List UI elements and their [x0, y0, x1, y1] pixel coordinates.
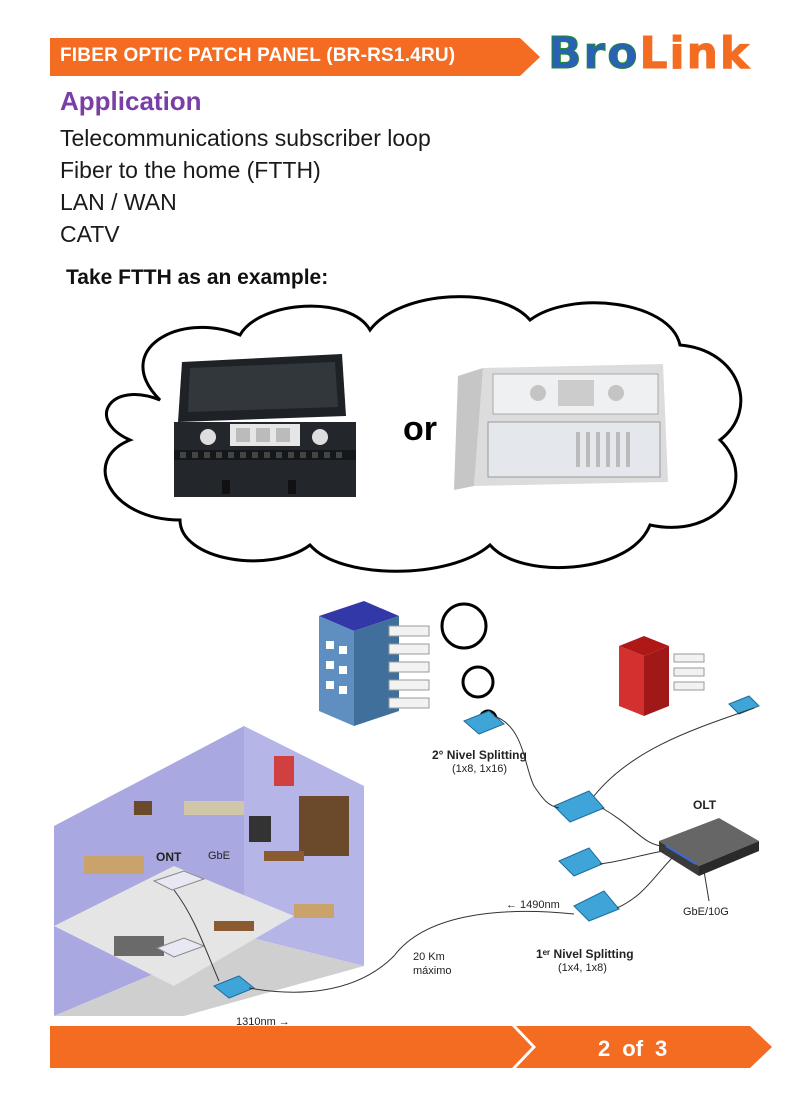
example-caption: Take FTTH as an example:: [66, 266, 329, 289]
first-level-label: 1ᵉʳ Nivel Splitting: [536, 947, 634, 961]
upstream-wavelength: 1310nm →: [236, 1016, 290, 1028]
ont-device: [152, 870, 206, 891]
logo-text-link: Link: [639, 28, 752, 80]
olt-label: OLT: [693, 798, 717, 812]
application-item: LAN / WAN: [60, 189, 177, 215]
application-item: Fiber to the home (FTTH): [60, 157, 321, 183]
desk: [84, 856, 144, 874]
building-roof: [319, 601, 399, 631]
thought-circle-medium: [461, 665, 495, 699]
page-total: 3: [655, 1036, 668, 1061]
red-building-right: [644, 646, 669, 716]
or-separator: or: [403, 410, 437, 448]
building-windows: [326, 641, 347, 694]
dark-patch-panel-image: [174, 354, 356, 497]
tv: [249, 816, 271, 842]
wall-painting: [274, 756, 294, 786]
brolink-logo: BroLink: [547, 28, 752, 80]
splitter-home: [213, 975, 255, 999]
page-number: 2 of 3: [598, 1036, 679, 1062]
thought-circle-large: [440, 602, 488, 650]
application-heading: Application: [60, 86, 202, 116]
splitter-lower: [558, 847, 603, 877]
page-of: of: [622, 1036, 644, 1061]
table-lower: [214, 921, 254, 931]
second-level-ratio: (1x8, 1x16): [452, 763, 508, 775]
splitter-mid: [553, 790, 605, 823]
red-building-left: [619, 646, 644, 716]
second-level-label: 2° Nivel Splitting: [432, 748, 527, 762]
red-building-ont-stack: [673, 653, 705, 691]
building-ont-stack: [388, 625, 430, 709]
distance-note: máximo: [413, 965, 452, 977]
page-current: 2: [598, 1036, 611, 1061]
desk-lower: [294, 904, 334, 918]
cabinet: [299, 796, 349, 856]
document-title: FIBER OPTIC PATCH PANEL (BR-RS1.4RU): [60, 45, 456, 66]
application-list: Telecommunications subscriber loop Fiber…: [60, 122, 431, 250]
logo-text-bro: Bro: [547, 28, 640, 80]
header-banner: FIBER OPTIC PATCH PANEL (BR-RS1.4RU): [50, 38, 540, 76]
splitter-second-level: [463, 710, 505, 735]
first-level-ratio: (1x4, 1x8): [558, 962, 607, 974]
wall-board: [134, 801, 152, 815]
light-patch-panel-image: [454, 364, 668, 490]
header-arrow-shape: [50, 38, 540, 76]
distance-label: 20 Km: [413, 951, 445, 963]
room-floor: [54, 936, 364, 1016]
olt-device: [659, 818, 759, 866]
sofa: [184, 801, 244, 815]
ont-label: ONT: [156, 850, 182, 864]
application-item: Telecommunications subscriber loop: [60, 125, 431, 151]
fiber-cables: [173, 707, 755, 993]
ftth-network-diagram: [54, 601, 760, 1016]
gbe-label: GbE: [208, 850, 231, 862]
gbe-10g-label: GbE/10G: [683, 906, 729, 918]
building-left-face: [319, 616, 354, 726]
building-right-face: [354, 616, 399, 726]
couch: [114, 936, 164, 956]
splitter-first-level: [573, 890, 620, 922]
footer-bar: [50, 1026, 772, 1068]
dining-table: [264, 851, 304, 861]
splitter-red-building: [728, 695, 760, 715]
application-item: CATV: [60, 221, 120, 247]
downstream-wavelength: ← 1490nm: [506, 899, 560, 911]
